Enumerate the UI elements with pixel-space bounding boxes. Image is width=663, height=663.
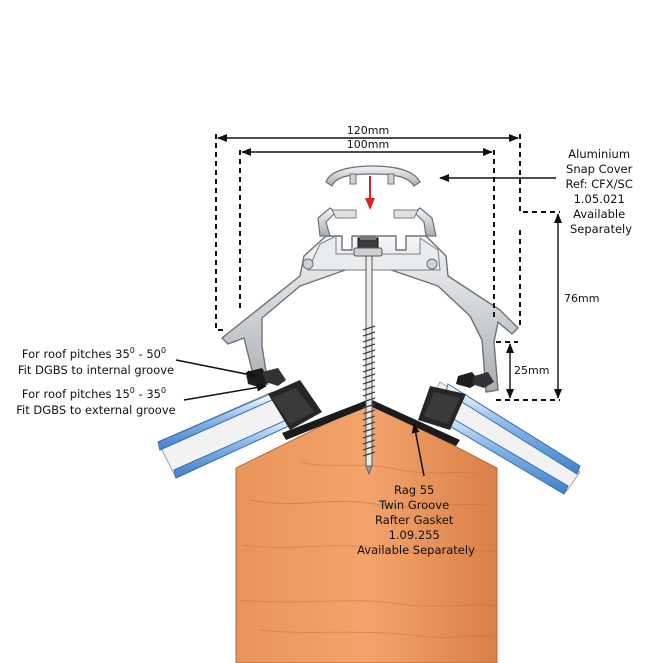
right-foam-block (418, 386, 466, 430)
right-glazing-panel (425, 381, 581, 495)
gasket-label: Rag 55 Twin Groove Rafter Gasket 1.09.25… (357, 483, 475, 557)
pitch-internal-line2: Fit DGBS to internal groove (18, 363, 174, 377)
dim-25mm: 25mm (506, 343, 549, 399)
red-down-arrow (365, 176, 375, 210)
dim-100mm-label: 100mm (347, 138, 389, 151)
dim-120mm: 120mm (217, 124, 519, 142)
dim-76mm-label: 76mm (564, 292, 599, 305)
gasket-callout: Rag 55 Twin Groove Rafter Gasket 1.09.25… (357, 423, 475, 557)
pitch-internal-line1: For roof pitches 350 - 500 (22, 346, 166, 361)
dim-120-right-ext (519, 134, 560, 213)
timber-ridge-beam (235, 401, 498, 663)
aluminium-ridge-bar (221, 207, 519, 393)
pitch-internal-callout: For roof pitches 350 - 500 Fit DGBS to i… (18, 346, 257, 379)
pitch-external-line2: Fit DGBS to external groove (16, 403, 175, 417)
snap-cover-label: Aluminium Snap Cover Ref: CFX/SC 1.05.02… (565, 147, 636, 236)
snap-cover-callout: Aluminium Snap Cover Ref: CFX/SC 1.05.02… (439, 147, 636, 236)
pitch-external-callout: For roof pitches 150 - 350 Fit DGBS to e… (16, 383, 267, 417)
pitch-external-line1: For roof pitches 150 - 350 (22, 386, 166, 401)
dim-76mm: 76mm (554, 213, 599, 399)
dim-25mm-label: 25mm (514, 364, 549, 377)
dim-120-left-ext (215, 134, 226, 331)
fixing-screw (353, 236, 383, 476)
left-foam-block (268, 380, 322, 430)
rafter-gasket (282, 399, 460, 446)
snap-cover (325, 165, 421, 187)
dim-120mm-label: 120mm (347, 124, 389, 137)
dim-100mm: 100mm (241, 138, 493, 156)
